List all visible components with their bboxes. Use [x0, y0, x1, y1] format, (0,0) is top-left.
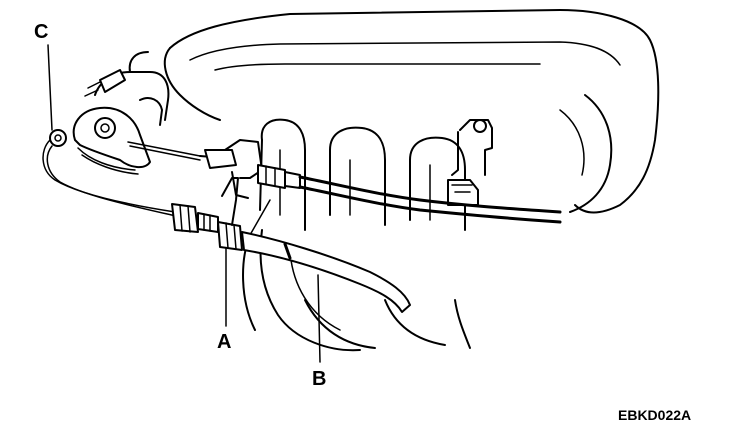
- throttle-cable: [199, 139, 562, 224]
- callout-label-b: B: [312, 368, 326, 390]
- callout-label-a: A: [217, 331, 231, 353]
- throttle-body: [72, 51, 201, 175]
- kickdown-cable: [42, 129, 411, 313]
- callout-label-c: C: [34, 21, 48, 43]
- intake-manifold: [163, 9, 660, 352]
- leader-c: [47, 44, 53, 131]
- figure-code: EBKD022A: [618, 407, 691, 423]
- leader-b: [317, 274, 321, 363]
- cable-clip-bracket: [447, 119, 493, 206]
- callout-leaders: [47, 44, 321, 363]
